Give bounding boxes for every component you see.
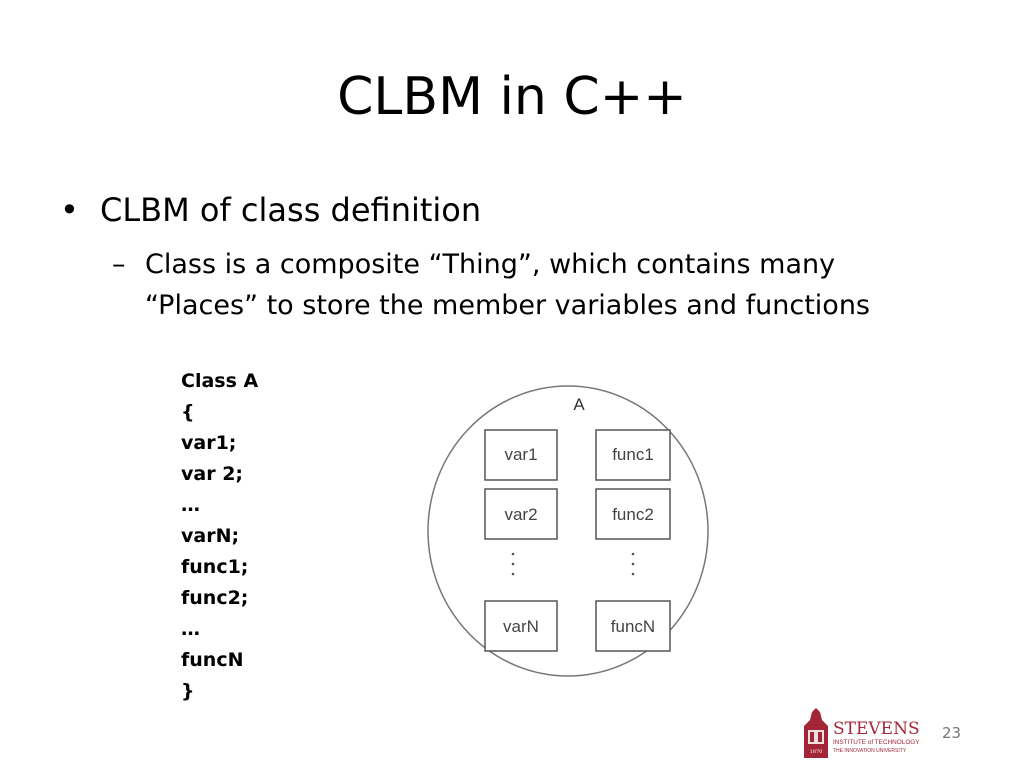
var-label: var2 <box>504 505 537 524</box>
slide-title: CLBM in C++ <box>337 67 687 127</box>
code-line: func1; <box>181 556 249 578</box>
code-line: … <box>181 618 200 640</box>
code-line: var1; <box>181 432 237 454</box>
stevens-logo: 1870 STEVENS INSTITUTE of TECHNOLOGY THE… <box>804 708 920 758</box>
stevens-seal-icon: 1870 <box>804 708 828 758</box>
sub-bullet-line: Class is a composite “Thing”, which cont… <box>145 249 836 280</box>
class-code-block: Class A { var1; var 2; … varN; func1; fu… <box>181 366 258 707</box>
var-label: varN <box>503 617 539 636</box>
logo-line2: THE INNOVATION UNIVERSITY <box>833 748 907 754</box>
func-label: func2 <box>612 505 654 524</box>
code-line: func2; <box>181 587 249 609</box>
code-line: { <box>181 401 195 423</box>
class-label: A <box>573 395 585 414</box>
var-label: var1 <box>504 445 537 464</box>
logo-year: 1870 <box>810 749 823 755</box>
func-box <box>595 488 671 540</box>
func-label: func1 <box>612 445 654 464</box>
func-box <box>595 600 671 652</box>
code-line: var 2; <box>181 463 244 485</box>
sub-bullet-text: Class is a composite “Thing”, which cont… <box>145 244 870 326</box>
var-box <box>484 600 558 652</box>
code-line: varN; <box>181 525 240 547</box>
sub-bullet-line: “Places” to store the member variables a… <box>145 290 870 321</box>
func-label: funcN <box>611 617 655 636</box>
class-diagram: A var1 var2 varN func1 func2 funcN <box>427 385 709 677</box>
var-box <box>484 488 558 540</box>
code-line: … <box>181 494 200 516</box>
var-box <box>484 429 558 481</box>
logo-line1: INSTITUTE of TECHNOLOGY <box>833 739 920 746</box>
code-line: funcN <box>181 649 244 671</box>
bullet-text: CLBM of class definition <box>100 191 482 229</box>
code-line: Class A <box>181 370 259 392</box>
ellipsis-dots <box>511 552 635 576</box>
logo-name: STEVENS <box>833 719 920 739</box>
bullet-dot: • <box>60 191 79 229</box>
sub-bullet-dash: – <box>112 249 126 280</box>
func-box <box>595 429 671 481</box>
code-line: } <box>181 680 195 702</box>
page-number: 23 <box>942 724 962 742</box>
